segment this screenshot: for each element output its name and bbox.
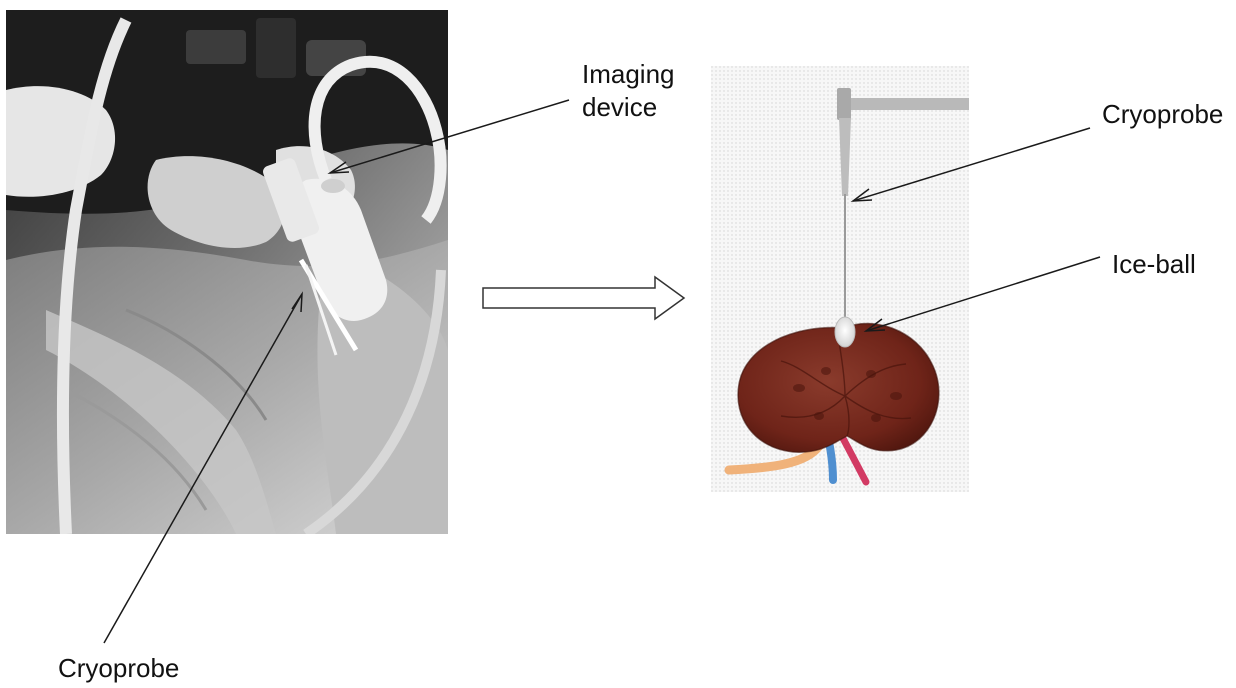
imaging-device-pointer: [330, 100, 569, 173]
transition-arrow-icon: [483, 277, 684, 319]
ice-ball-pointer: [866, 257, 1100, 331]
imaging-device-label: Imaging device: [582, 58, 675, 123]
cryoprobe-left-pointer: [104, 294, 302, 643]
ice-ball-label: Ice-ball: [1112, 248, 1196, 281]
cryoprobe-right-label: Cryoprobe: [1102, 98, 1223, 131]
cryoprobe-right-pointer: [853, 128, 1090, 201]
cryoprobe-left-label: Cryoprobe: [58, 652, 179, 685]
